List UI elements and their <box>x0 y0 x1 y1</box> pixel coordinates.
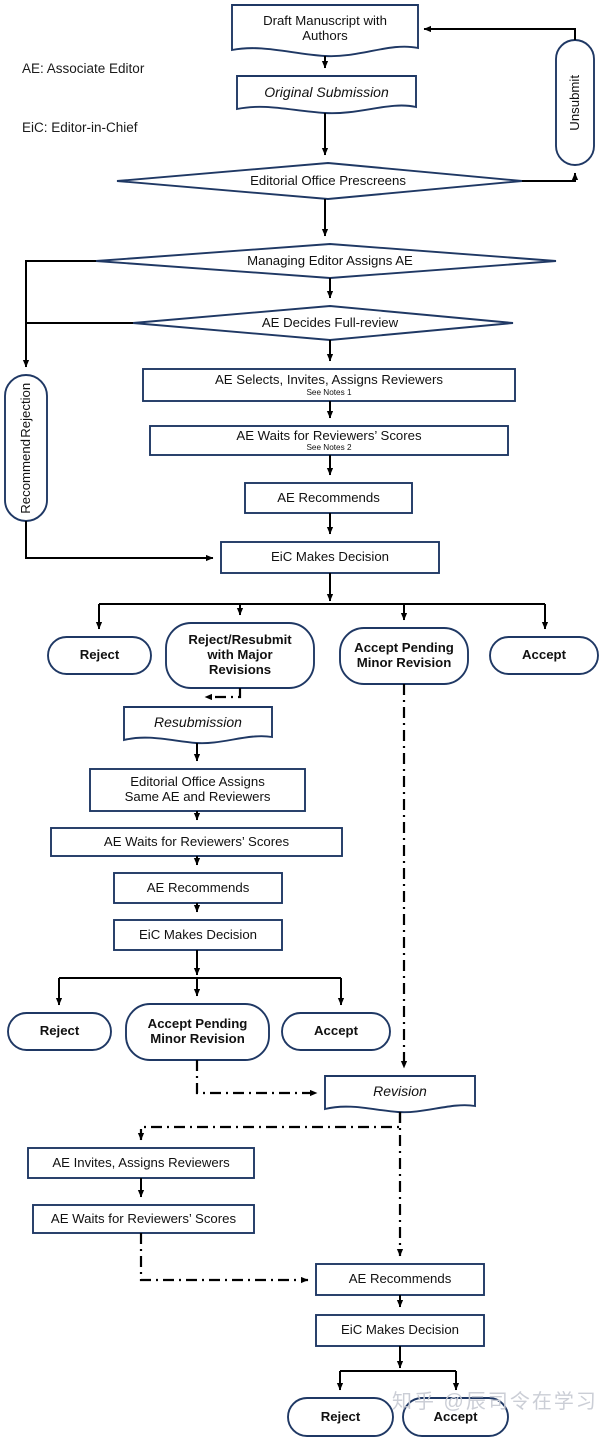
edge-rr-to-resubmission <box>204 688 242 701</box>
node-resubmission <box>123 706 273 745</box>
legend-line-ae: AE: Associate Editor <box>22 61 145 77</box>
node-assign-ae <box>95 243 557 279</box>
node-accept-minor-1 <box>339 627 469 685</box>
node-unsubmit <box>555 39 595 166</box>
node-original-submission <box>236 75 417 115</box>
edge-apmr2-to-revision <box>195 1060 318 1097</box>
node-full-review <box>132 305 514 341</box>
node-eic-decision-1 <box>220 541 440 574</box>
node-ae-invites <box>27 1147 255 1179</box>
node-accept-minor-2 <box>125 1003 270 1061</box>
node-reject-2 <box>7 1012 112 1051</box>
node-accept-3 <box>402 1397 509 1437</box>
node-ae-waits-2 <box>50 827 343 857</box>
edge-prescreen-to-unsubmit <box>522 172 579 182</box>
node-reject-3 <box>287 1397 394 1437</box>
edge-recrejection-to-eic1 <box>25 521 214 562</box>
edge-unsubmit-to-draft <box>423 25 576 40</box>
node-ae-recommends-3 <box>315 1263 485 1296</box>
node-draft-manuscript <box>231 4 419 58</box>
watermark: 知乎 @辰司令在学习 <box>392 1391 598 1413</box>
node-ae-selects <box>142 368 516 402</box>
node-accept-1 <box>489 636 599 675</box>
node-recommend-rejection <box>4 374 48 522</box>
node-revision <box>324 1075 476 1114</box>
node-ae-waits-1 <box>149 425 509 456</box>
node-reject-resubmit <box>165 622 315 689</box>
node-eo-assigns <box>89 768 306 812</box>
node-eic-decision-2 <box>113 919 283 951</box>
edge-revision-to-aeinvites <box>137 1112 402 1141</box>
node-reject-1 <box>47 636 152 675</box>
node-ae-recommends-1 <box>244 482 413 514</box>
node-eic-decision-3 <box>315 1314 485 1347</box>
node-prescreen <box>116 162 523 200</box>
legend-line-eic: EiC: Editor-in-Chief <box>22 119 138 135</box>
node-accept-2 <box>281 1012 391 1051</box>
edge-assignae-to-recrejection <box>22 260 96 368</box>
edge-aewaits3-to-aerec3 <box>139 1233 309 1284</box>
legend: AE: Associate Editor EiC: Editor-in-Chie… <box>22 20 144 177</box>
node-ae-recommends-2 <box>113 872 283 904</box>
node-ae-waits-3 <box>32 1204 255 1234</box>
